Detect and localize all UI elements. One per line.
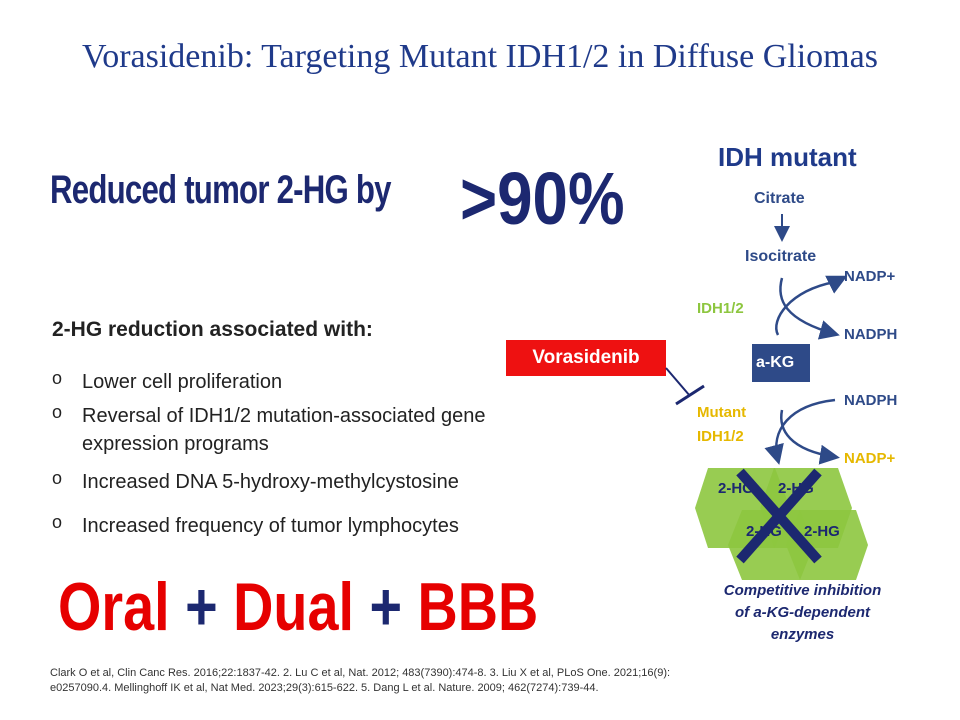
mutant-idh-label: IDH1/2 (697, 428, 744, 445)
2hg-label: 2-HG (778, 480, 814, 497)
subheading: 2-HG reduction associated with: (52, 318, 373, 341)
akg-label: a-KG (756, 354, 795, 371)
bullet-marker: o (52, 512, 63, 532)
nadp-arrow (780, 409, 840, 465)
bullet-text-continued: expression programs (82, 433, 269, 455)
nadph-label: NADPH (844, 326, 898, 343)
reference-line: Clark O et al, Clin Canc Res. 2016;22:18… (50, 667, 671, 679)
bullet-text: Increased frequency of tumor lymphocytes (82, 515, 459, 537)
headline: Reduced tumor 2-HG by >90% (50, 157, 625, 240)
nadp-plus-label: NADP+ (844, 268, 896, 285)
mutant-idh-label: Mutant (697, 404, 747, 421)
isocitrate-label: Isocitrate (745, 248, 817, 265)
bullet-text: Reversal of IDH1/2 mutation-associated g… (82, 405, 486, 427)
bullet-marker: o (52, 468, 63, 488)
bullet-text: Lower cell proliferation (82, 371, 283, 393)
pathway-heading: IDH mutant (718, 142, 857, 172)
inhibition-bar (675, 384, 705, 406)
caption-line: of a-KG-dependent (735, 604, 870, 621)
nadph-arrow (779, 277, 840, 340)
tagline-bbb: BBB (417, 569, 539, 645)
tagline: Oral + Dual + BBB (58, 568, 538, 646)
tagline-dual: Dual (233, 569, 354, 645)
tagline-oral: Oral (58, 569, 170, 645)
2hg-label: 2-HG (718, 480, 754, 497)
2hg-label: 2-HG (746, 523, 782, 540)
headline-prefix: Reduced tumor 2-HG by (50, 168, 392, 212)
slide-title: Vorasidenib: Targeting Mutant IDH1/2 in … (82, 38, 878, 75)
idh-enzyme-label: IDH1/2 (697, 300, 744, 317)
vorasidenib-label: Vorasidenib (506, 340, 666, 376)
2hg-label: 2-HG (804, 523, 840, 540)
nadp-plus-label: NADP+ (844, 450, 896, 467)
caption-line: enzymes (770, 626, 835, 643)
inhibition-line (665, 367, 691, 397)
citrate-label: Citrate (754, 190, 805, 207)
curve-arrow (764, 398, 836, 465)
caption-line: Competitive inhibition (723, 582, 882, 599)
bullet-marker: o (52, 368, 63, 388)
reference-line: e0257090.4. Mellinghoff IK et al, Nat Me… (50, 682, 599, 694)
headline-value: >90% (460, 157, 625, 240)
2hg-hexagon (786, 510, 868, 580)
references: Clark O et al, Clin Canc Res. 2016;22:18… (50, 666, 850, 696)
2hg-hexagon (728, 510, 814, 580)
bullet-marker: o (52, 402, 63, 422)
nadph-label: NADPH (844, 392, 898, 409)
tagline-plus: + (353, 569, 418, 645)
bullet-text: Increased DNA 5-hydroxy-methylcystosine (82, 471, 459, 493)
pathway-caption: Competitive inhibition of a-KG-dependent… (695, 580, 910, 646)
curve-arrow (775, 280, 836, 336)
nadp-arrow (825, 275, 848, 294)
tagline-plus: + (169, 569, 234, 645)
